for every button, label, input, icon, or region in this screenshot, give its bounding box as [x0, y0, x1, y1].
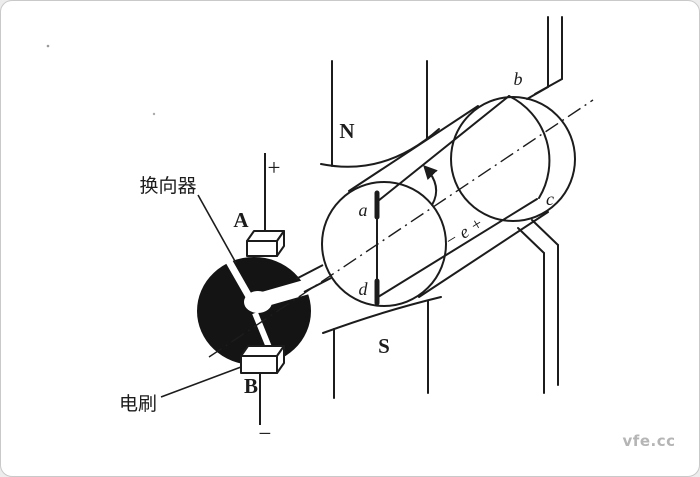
armature-front-face	[321, 181, 447, 307]
brush-b-label: B	[244, 374, 258, 398]
commutator-label: 换向器	[139, 175, 196, 197]
pole-north-label: N	[339, 119, 354, 143]
coil-rear-connection	[508, 95, 551, 199]
cylinder-bottom-edge	[418, 211, 549, 298]
commutator-leader-line	[197, 194, 237, 264]
pole-rear-lower-piece	[517, 219, 559, 394]
brush-label: 电刷	[119, 393, 157, 415]
brush-a-label: A	[233, 208, 249, 232]
armature-rear-face	[450, 96, 576, 222]
coil-b-label: b	[514, 69, 523, 89]
rotation-arrow	[423, 164, 438, 206]
shaft-hole	[244, 291, 272, 313]
emf-direction-label: − e +	[441, 213, 487, 251]
terminal-plus-label: +	[268, 155, 281, 180]
brush-a	[246, 230, 285, 257]
pole-rear-upper-piece	[526, 16, 563, 100]
brush-leader-line	[160, 366, 242, 398]
brush-b	[240, 345, 285, 374]
watermark: vfe.cc	[623, 432, 676, 450]
commutator-segment-gap	[223, 256, 255, 302]
scan-speck	[46, 44, 50, 48]
coil-c-label: c	[546, 189, 554, 209]
scan-speck	[152, 112, 156, 116]
coil-d-label: d	[359, 279, 369, 299]
shaft-centerline	[208, 99, 594, 358]
pole-south-label: S	[378, 334, 390, 358]
pole-south-piece	[322, 296, 442, 399]
armature-coil	[374, 95, 538, 306]
coil-a-label: a	[359, 200, 368, 220]
pole-north-piece	[320, 60, 440, 168]
terminal-minus-label: −	[259, 421, 272, 446]
